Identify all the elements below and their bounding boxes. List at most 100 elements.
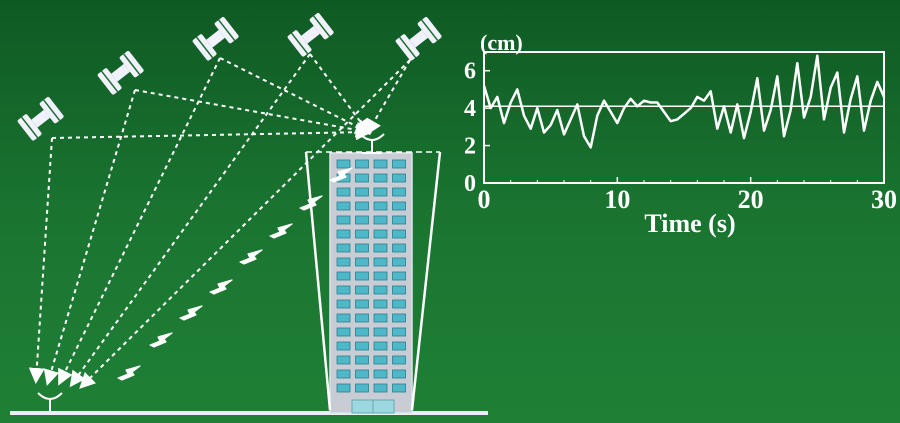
building-window bbox=[336, 271, 351, 281]
signal-to-rooftop bbox=[309, 53, 371, 136]
building-window bbox=[373, 383, 388, 393]
lightning-signal-icon bbox=[179, 305, 203, 321]
series-line bbox=[482, 54, 886, 149]
building-window bbox=[373, 229, 388, 239]
building-window bbox=[373, 299, 388, 309]
building-window bbox=[373, 355, 388, 365]
building-window bbox=[336, 201, 351, 211]
building-window bbox=[336, 313, 351, 323]
satellite-icon bbox=[287, 13, 334, 57]
lightning-signal-icon bbox=[269, 223, 293, 239]
building-window bbox=[355, 271, 369, 281]
building-window bbox=[392, 355, 406, 365]
signal-to-ground bbox=[69, 53, 311, 388]
lightning-signal-icon bbox=[209, 279, 233, 295]
building-window bbox=[336, 369, 351, 379]
building-window bbox=[373, 243, 388, 253]
building-window bbox=[336, 285, 351, 295]
signal-to-ground bbox=[79, 59, 411, 389]
building-window bbox=[392, 215, 406, 225]
y-tick-label: 0 bbox=[464, 171, 476, 197]
data-link-group bbox=[117, 167, 353, 381]
building-window bbox=[373, 173, 388, 183]
building-window bbox=[336, 187, 351, 197]
building-window bbox=[336, 341, 351, 351]
building-window bbox=[373, 369, 388, 379]
building-window bbox=[355, 229, 369, 239]
building-window bbox=[355, 201, 369, 211]
x-tick-label: 0 bbox=[478, 185, 491, 214]
y-tick-label: 4 bbox=[464, 96, 476, 122]
building-window bbox=[355, 369, 369, 379]
building-window bbox=[355, 313, 369, 323]
y-tick-label: 2 bbox=[464, 134, 476, 160]
signal-to-rooftop bbox=[134, 89, 372, 138]
lightning-signal-icon bbox=[149, 332, 173, 348]
building-window bbox=[392, 299, 406, 309]
lightning-signal-icon bbox=[329, 167, 353, 183]
x-axis-label: Time (s) bbox=[644, 209, 735, 238]
building-icon bbox=[329, 152, 413, 414]
building-window bbox=[336, 257, 351, 267]
building-window bbox=[392, 369, 406, 379]
satellite-icon bbox=[17, 97, 64, 141]
signal-to-rooftop bbox=[365, 59, 411, 136]
building-window bbox=[336, 355, 351, 365]
building-window bbox=[373, 313, 388, 323]
building-window bbox=[392, 243, 406, 253]
satellite-icon bbox=[97, 51, 144, 95]
signal-to-rooftop bbox=[219, 57, 372, 134]
building-window bbox=[355, 243, 369, 253]
building-window bbox=[392, 159, 406, 169]
building-window bbox=[355, 355, 369, 365]
x-tick-label: 10 bbox=[604, 185, 630, 214]
building-window bbox=[392, 271, 406, 281]
building-window bbox=[392, 313, 406, 323]
building-window bbox=[373, 285, 388, 295]
signal-to-ground bbox=[43, 89, 136, 386]
building-window bbox=[355, 215, 369, 225]
building-window bbox=[392, 341, 406, 351]
building-window bbox=[336, 383, 351, 393]
building-window bbox=[392, 229, 406, 239]
building-window bbox=[373, 159, 388, 169]
building-window bbox=[373, 257, 388, 267]
lightning-signal-icon bbox=[117, 365, 141, 381]
building-window bbox=[392, 257, 406, 267]
building-window bbox=[373, 271, 388, 281]
signal-to-rooftop bbox=[51, 124, 372, 141]
building-window bbox=[355, 173, 369, 183]
building-window bbox=[355, 285, 369, 295]
building-window bbox=[392, 285, 406, 295]
x-tick-label: 20 bbox=[738, 185, 764, 214]
building-window bbox=[373, 341, 388, 351]
building-window bbox=[355, 257, 369, 267]
y-tick-label: 6 bbox=[464, 59, 476, 85]
building-window bbox=[355, 327, 369, 337]
lightning-signal-icon bbox=[299, 195, 323, 211]
building-window bbox=[355, 187, 369, 197]
signal-to-ground bbox=[58, 57, 221, 386]
satellite-icon bbox=[192, 17, 239, 61]
building-window bbox=[336, 229, 351, 239]
building-window bbox=[355, 299, 369, 309]
building-window bbox=[336, 215, 351, 225]
satellite-group bbox=[17, 13, 442, 141]
chart-frame bbox=[483, 51, 885, 184]
rooftop-antenna-icon bbox=[359, 133, 385, 154]
building-window bbox=[373, 187, 388, 197]
lightning-signal-icon bbox=[239, 249, 263, 265]
building-window bbox=[392, 383, 406, 393]
building-window bbox=[392, 187, 406, 197]
building-window bbox=[355, 341, 369, 351]
building-window bbox=[355, 383, 369, 393]
building-window bbox=[336, 159, 351, 169]
building-window bbox=[355, 159, 369, 169]
signal-to-ground bbox=[28, 137, 53, 384]
building-window bbox=[392, 173, 406, 183]
building-window bbox=[373, 327, 388, 337]
